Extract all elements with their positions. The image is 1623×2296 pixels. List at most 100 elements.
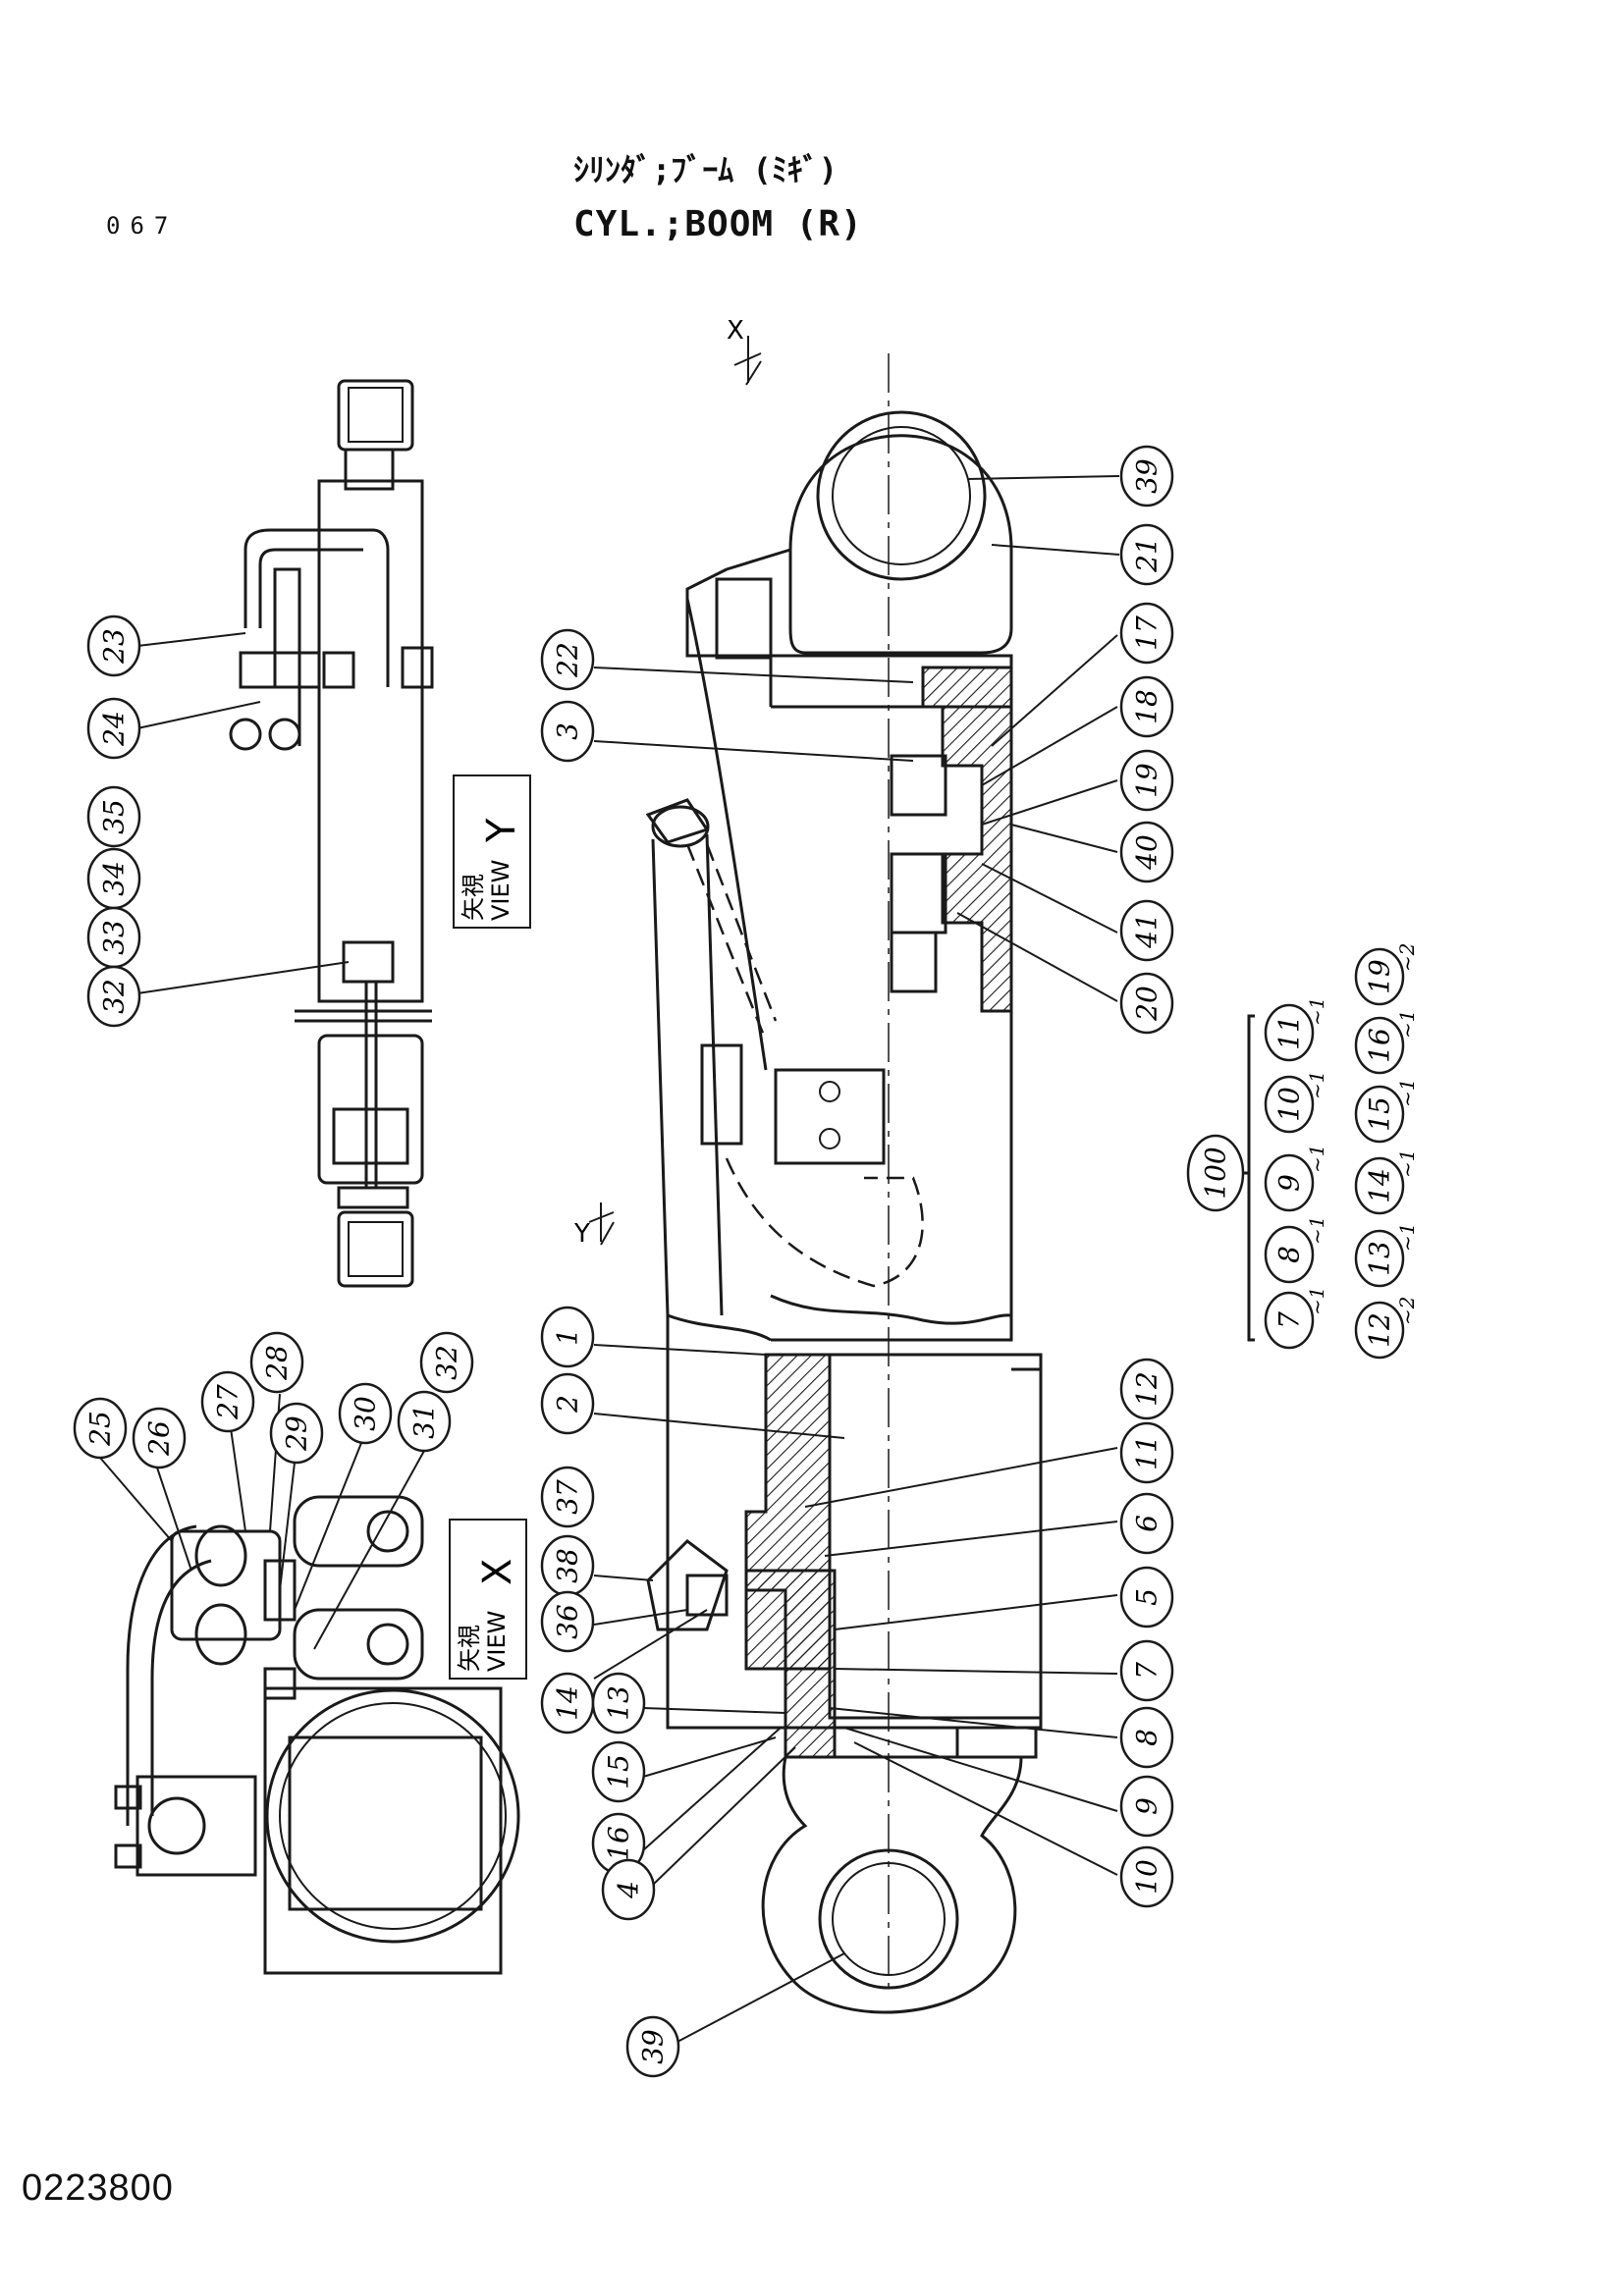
callout-29: 29 bbox=[269, 1402, 324, 1465]
head-port-block bbox=[685, 548, 791, 658]
view-y-letter: Y bbox=[479, 818, 524, 843]
section-mark-x: X bbox=[727, 316, 762, 386]
cylinder-tube-lower bbox=[666, 1315, 1043, 1730]
view-y-rod-end bbox=[317, 1034, 424, 1185]
kit-callout-14: 14 bbox=[1354, 1156, 1405, 1215]
callout-30: 30 bbox=[338, 1382, 393, 1445]
svg-text:38: 38 bbox=[552, 1548, 584, 1583]
rod-pin-bushing bbox=[832, 1862, 946, 1976]
kit-callout-12: 12 bbox=[1354, 1301, 1405, 1360]
callout-35: 35 bbox=[86, 785, 141, 848]
svg-text:20: 20 bbox=[1131, 986, 1163, 1022]
svg-text:11: 11 bbox=[1273, 1015, 1306, 1050]
callout-13: 13 bbox=[591, 1672, 646, 1735]
svg-text:39: 39 bbox=[1131, 458, 1163, 494]
section-mark-x-label: X bbox=[727, 316, 744, 346]
head-pin-bushing bbox=[832, 426, 971, 565]
view-x-upper-port bbox=[293, 1495, 424, 1568]
view-y-head-eye bbox=[337, 379, 414, 452]
piston-rod-outline bbox=[828, 1353, 1043, 1720]
svg-text:9: 9 bbox=[1131, 1797, 1163, 1815]
callout-1: 1 bbox=[540, 1306, 595, 1368]
view-x-label: 矢視 VIEW X bbox=[449, 1519, 527, 1680]
view-x-tube-section bbox=[263, 1686, 503, 1975]
svg-text:16: 16 bbox=[603, 1826, 635, 1861]
callout-21: 21 bbox=[1119, 523, 1174, 586]
rod-pin-bore bbox=[818, 1848, 959, 1990]
hidden-pipe-routing bbox=[725, 1157, 924, 1288]
view-x-inner-block bbox=[288, 1735, 483, 1911]
seal-kit-group: 100 7 8 9 10 11 12 13 14 15 16 19 ~1 ~1 … bbox=[1186, 943, 1419, 1360]
kit-callout-8: 8 bbox=[1264, 1225, 1315, 1284]
callout-8: 8 bbox=[1119, 1706, 1174, 1769]
rod-port-fitting bbox=[646, 1539, 729, 1631]
svg-text:19: 19 bbox=[1131, 763, 1163, 798]
page-number: 067 bbox=[106, 212, 179, 240]
svg-text:26: 26 bbox=[143, 1420, 176, 1457]
svg-text:40: 40 bbox=[1131, 834, 1163, 871]
callout-32-view-y: 32 bbox=[86, 965, 141, 1028]
svg-text:13: 13 bbox=[1364, 1241, 1396, 1276]
callout-37: 37 bbox=[540, 1466, 595, 1528]
svg-text:10: 10 bbox=[1273, 1087, 1306, 1122]
view-y-rod-eye bbox=[337, 1210, 414, 1288]
callout-27: 27 bbox=[200, 1370, 255, 1433]
view-x-lower-port bbox=[293, 1608, 424, 1681]
callouts-view-x: 25 26 27 28 29 30 31 32 bbox=[73, 1331, 474, 1469]
svg-text:36: 36 bbox=[552, 1604, 584, 1639]
svg-text:12: 12 bbox=[1364, 1312, 1396, 1348]
callout-34: 34 bbox=[86, 847, 141, 910]
view-y-drawing bbox=[229, 379, 434, 1288]
callout-36: 36 bbox=[540, 1590, 595, 1653]
svg-text:15: 15 bbox=[1364, 1096, 1396, 1132]
callouts-main: 39 21 17 18 19 40 41 20 22 3 1 2 12 11 6… bbox=[540, 445, 1174, 2078]
section-mark-y: Y bbox=[573, 1202, 615, 1249]
callout-17: 17 bbox=[1119, 602, 1174, 665]
svg-text:16: 16 bbox=[1364, 1028, 1396, 1063]
svg-text:28: 28 bbox=[261, 1345, 294, 1381]
view-x-word: VIEW bbox=[483, 1611, 511, 1672]
kit-suffix-15: ~1 bbox=[1395, 1079, 1419, 1107]
svg-text:41: 41 bbox=[1131, 913, 1163, 949]
break-line bbox=[770, 1294, 1012, 1325]
callout-39-top: 39 bbox=[1119, 445, 1174, 507]
kit-bracket bbox=[1247, 1014, 1255, 1342]
callout-41: 41 bbox=[1119, 899, 1174, 962]
callout-10: 10 bbox=[1119, 1845, 1174, 1908]
kit-suffix-10: ~1 bbox=[1305, 1071, 1328, 1099]
svg-text:35: 35 bbox=[98, 799, 131, 834]
svg-text:100: 100 bbox=[1200, 1147, 1232, 1199]
title-japanese: ｼﾘﾝﾀﾞ;ﾌﾞｰﾑ (ﾐｷﾞ) bbox=[573, 151, 839, 188]
svg-text:24: 24 bbox=[98, 711, 131, 747]
callout-25: 25 bbox=[73, 1397, 128, 1460]
view-y-pipe-loop bbox=[243, 528, 390, 687]
kit-callout-19: 19 bbox=[1354, 947, 1405, 1006]
rod-eye-housing bbox=[761, 1755, 1023, 2014]
head-port-fitting bbox=[715, 577, 773, 660]
svg-text:39: 39 bbox=[637, 2029, 670, 2064]
svg-text:30: 30 bbox=[350, 1396, 382, 1431]
title-english: CYL.;BOOM (R) bbox=[573, 204, 863, 244]
svg-text:9: 9 bbox=[1273, 1174, 1306, 1192]
svg-text:15: 15 bbox=[603, 1754, 635, 1789]
svg-text:7: 7 bbox=[1131, 1662, 1163, 1680]
svg-text:19: 19 bbox=[1364, 959, 1396, 994]
kit-suffix-8: ~1 bbox=[1305, 1216, 1328, 1245]
kit-callout-11: 11 bbox=[1264, 1003, 1315, 1062]
kit-suffix-16: ~1 bbox=[1395, 1010, 1419, 1039]
svg-text:7: 7 bbox=[1273, 1311, 1306, 1329]
head-eye-housing bbox=[788, 434, 1013, 655]
svg-text:1: 1 bbox=[552, 1328, 584, 1346]
svg-text:13: 13 bbox=[603, 1685, 635, 1721]
view-x-drawing bbox=[114, 1495, 520, 1975]
callout-6: 6 bbox=[1119, 1492, 1174, 1555]
svg-text:14: 14 bbox=[552, 1685, 584, 1721]
callout-4: 4 bbox=[601, 1858, 656, 1921]
callout-100: 100 bbox=[1186, 1134, 1245, 1212]
svg-text:10: 10 bbox=[1131, 1859, 1163, 1895]
callout-7: 7 bbox=[1119, 1639, 1174, 1702]
drawing-number: 0223800 bbox=[22, 2167, 174, 2209]
pipe-clamp-bracket bbox=[700, 1043, 743, 1146]
